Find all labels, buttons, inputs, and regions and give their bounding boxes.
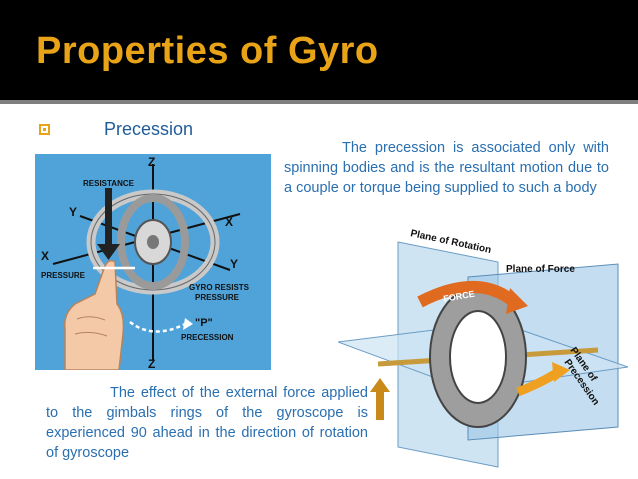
label-p: "P" <box>195 317 213 329</box>
rotor-hole <box>449 310 507 404</box>
label-y-right: Y <box>230 257 238 271</box>
hand-pressing <box>63 259 125 370</box>
force-arrowhead <box>506 288 528 314</box>
label-pressure: PRESSURE <box>41 271 86 280</box>
slide-title: Properties of Gyro <box>36 30 379 72</box>
precession-arrowhead <box>183 318 193 330</box>
title-bar <box>0 0 638 100</box>
precession-planes-figure: Plane of Rotation Plane of Force FORCE P… <box>338 228 628 468</box>
label-precession: PRECESSION <box>181 333 234 342</box>
precession-description: The precession is associated only with s… <box>284 140 609 196</box>
resistance-arrowhead <box>97 244 120 260</box>
label-x-left: X <box>41 249 49 263</box>
resistance-arrow-shaft <box>105 188 112 248</box>
inner-gimbal-ring <box>117 194 189 290</box>
gyroscope-pressure-figure: Z RESISTANCE Y X X Y PRESSURE GYRO RESIS… <box>35 154 271 370</box>
effect-description: The effect of the external force applied… <box>46 385 368 461</box>
label-y-left: Y <box>69 205 77 219</box>
label-x-right: X <box>225 215 233 229</box>
label-resistance: RESISTANCE <box>83 179 135 188</box>
bullet-square-icon <box>39 124 50 135</box>
label-gyro-resists-pressure: PRESSURE <box>195 293 240 302</box>
up-arrowhead <box>370 378 390 392</box>
label-z-top: Z <box>148 155 155 169</box>
bullet-precession: Precession <box>104 119 194 139</box>
label-plane-of-force: Plane of Force <box>506 264 575 275</box>
precession-arrow-arc <box>129 320 186 333</box>
label-z-bottom: Z <box>148 357 155 370</box>
up-arrow-shaft <box>376 390 384 420</box>
title-divider <box>0 100 638 104</box>
force-arrow <box>417 281 518 308</box>
label-gyro-resists: GYRO RESISTS <box>189 283 250 292</box>
